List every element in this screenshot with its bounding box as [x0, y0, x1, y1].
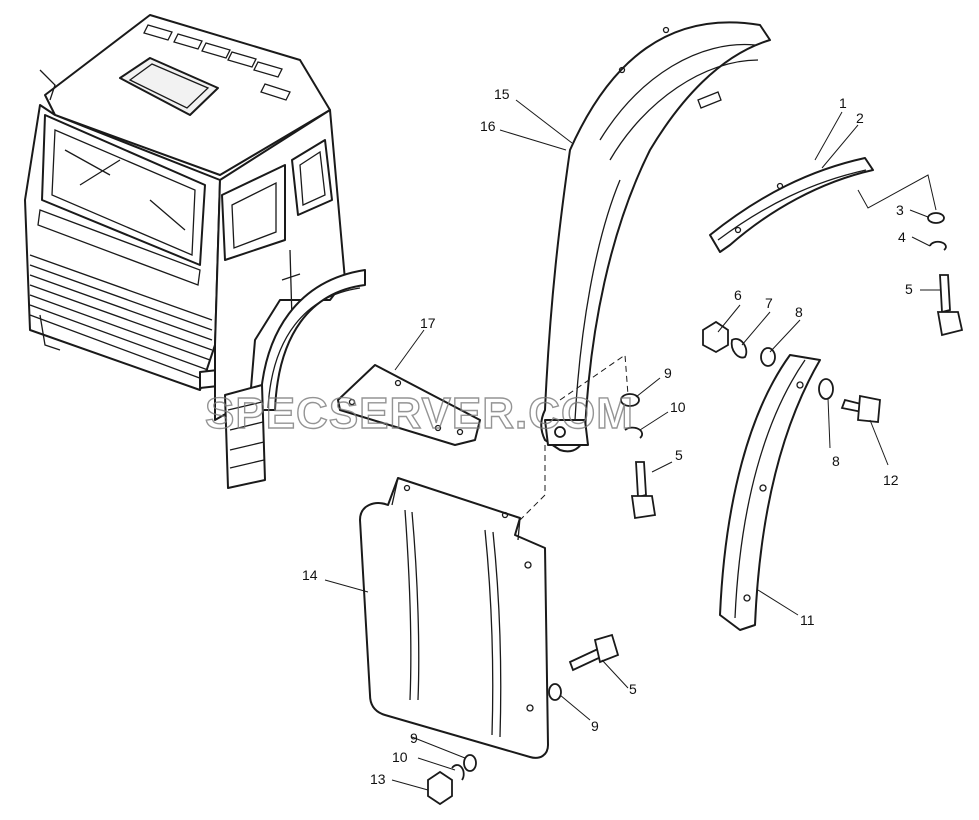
callout-7: 7: [765, 295, 773, 311]
leader-lines: [324, 99, 940, 791]
callout-17: 17: [420, 315, 436, 331]
fender-strip-11: [719, 354, 821, 631]
assembly-lines: [519, 174, 937, 521]
callout-1: 1: [839, 95, 847, 111]
callout-10-mid: 10: [670, 399, 686, 415]
callout-6: 6: [734, 287, 742, 303]
callout-14: 14: [302, 567, 318, 583]
callout-labels: 1 2 3 4 5 6 7 8 9 10 5 8 12 11 14 5 9 9 …: [302, 86, 913, 787]
callout-5-low: 5: [629, 681, 637, 697]
callout-8-strip: 8: [832, 453, 840, 469]
callout-12: 12: [883, 472, 899, 488]
callout-10-bottom: 10: [392, 749, 408, 765]
callout-11: 11: [800, 612, 815, 628]
bracket-plate-17: [337, 364, 481, 446]
mudflap-14: [359, 477, 549, 759]
truck-cab-drawing: [24, 14, 366, 489]
callout-15: 15: [494, 86, 510, 102]
callout-9-low: 9: [591, 718, 599, 734]
callout-13: 13: [370, 771, 386, 787]
callout-5-mid: 5: [675, 447, 683, 463]
callout-2: 2: [856, 110, 864, 126]
callout-16: 16: [480, 118, 496, 134]
callout-4: 4: [898, 229, 906, 245]
callout-9-mid: 9: [664, 365, 672, 381]
front-fender-15-16: [540, 21, 771, 453]
callout-8-top: 8: [795, 304, 803, 320]
callout-9-bottom: 9: [410, 730, 418, 746]
callout-3: 3: [896, 202, 904, 218]
bracket-1-2: [709, 157, 874, 253]
watermark-text: SPECSERVER.COM: [205, 389, 634, 438]
hardware-items: [427, 212, 964, 806]
callout-5-top: 5: [905, 281, 913, 297]
